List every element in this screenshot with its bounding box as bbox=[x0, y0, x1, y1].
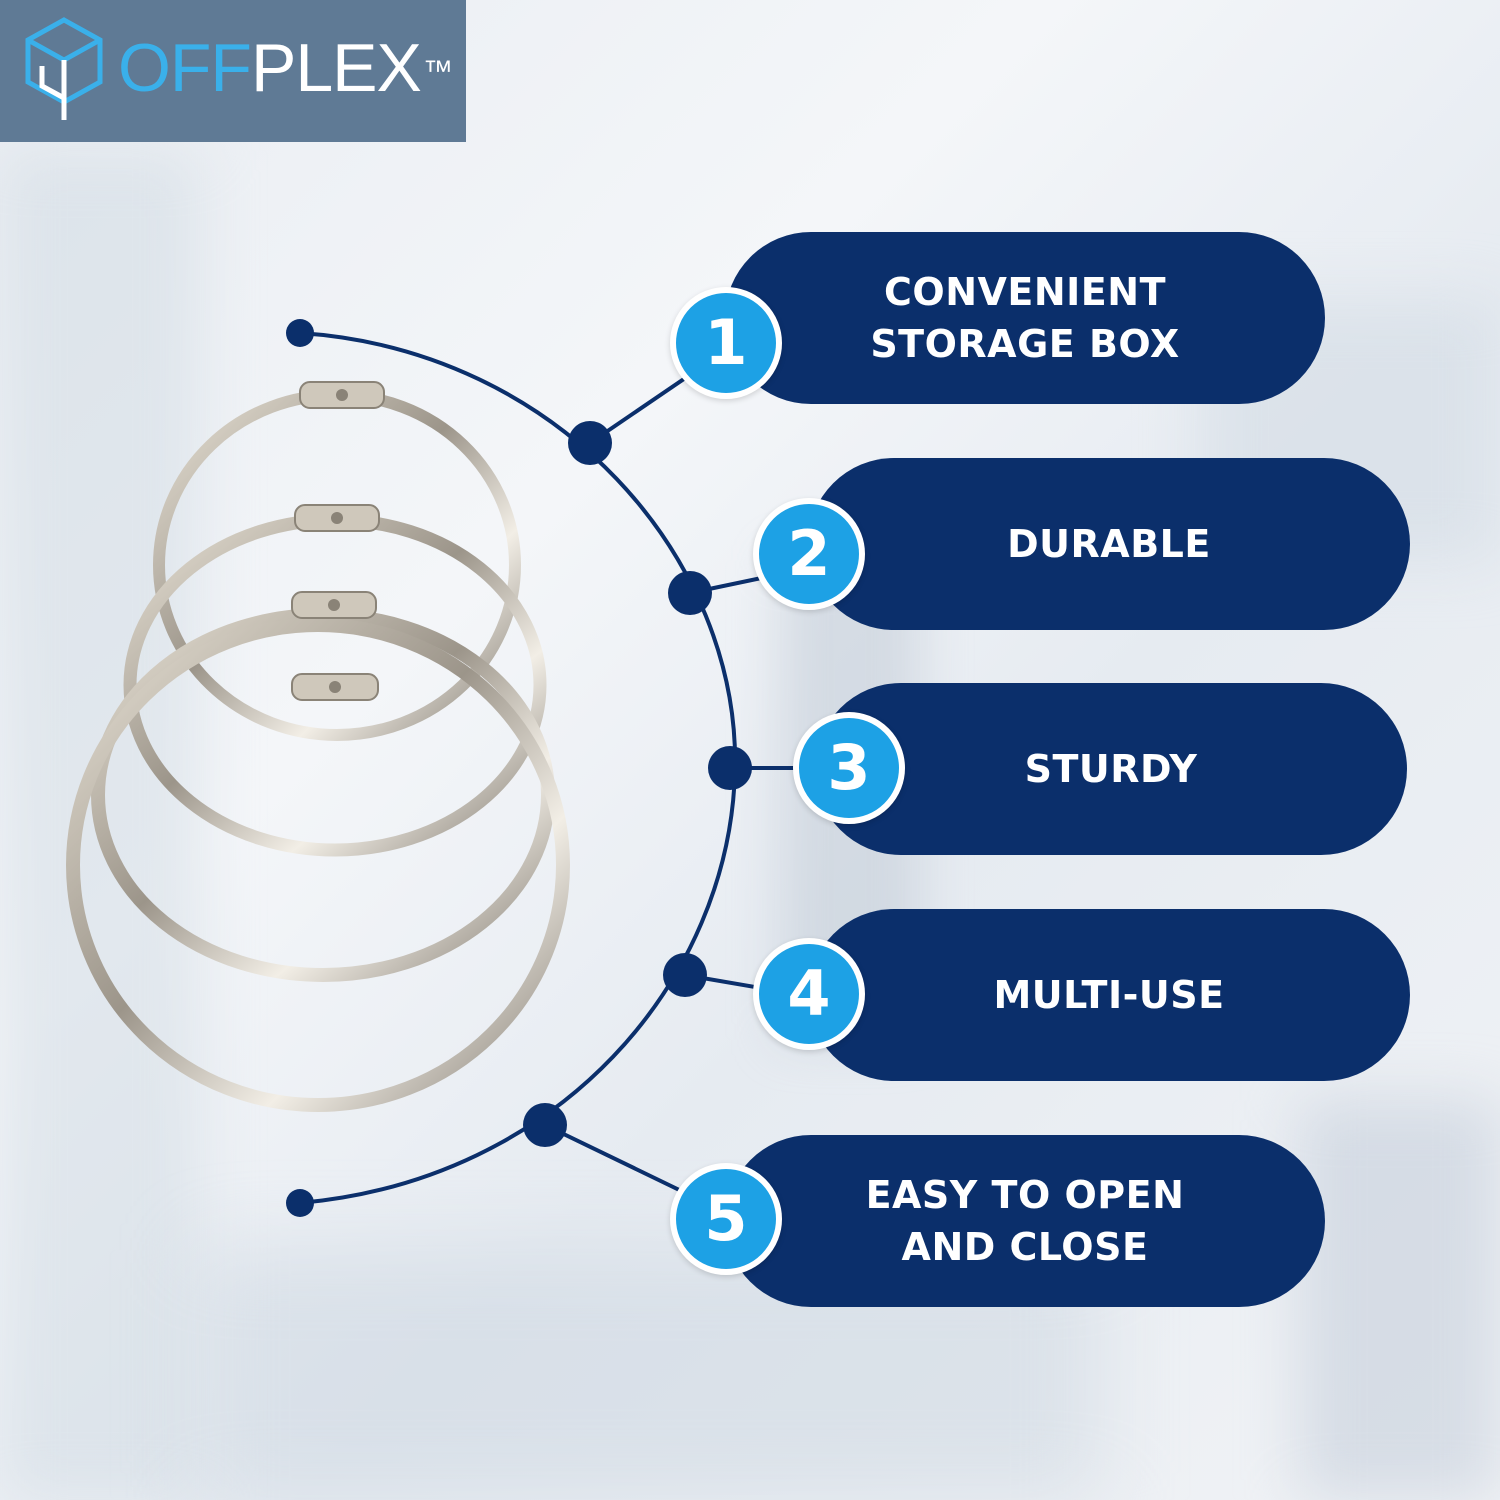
feature-pill-2: DURABLE bbox=[808, 458, 1410, 630]
feature-pill-5: EASY TO OPEN AND CLOSE bbox=[725, 1135, 1325, 1307]
feature-badge-3: 3 bbox=[793, 712, 905, 824]
brand-logo: OFFPLEX™ bbox=[0, 0, 466, 142]
feature-label-1: CONVENIENT STORAGE BOX bbox=[870, 270, 1180, 366]
brand-name: OFFPLEX™ bbox=[118, 28, 453, 108]
metal-binder-rings-image bbox=[66, 381, 570, 1112]
feature-number-3: 3 bbox=[827, 731, 871, 804]
feature-label-4: MULTI-USE bbox=[993, 973, 1225, 1017]
brand-name-part2: PLEX bbox=[250, 30, 422, 106]
feature-pill-4: MULTI-USE bbox=[808, 909, 1410, 1081]
feature-badge-4: 4 bbox=[753, 938, 865, 1050]
feature-label-5: EASY TO OPEN AND CLOSE bbox=[865, 1173, 1185, 1269]
feature-number-1: 1 bbox=[704, 306, 748, 379]
cube-logo-icon bbox=[25, 17, 103, 120]
feature-label-2: DURABLE bbox=[1007, 522, 1211, 566]
feature-badge-5: 5 bbox=[670, 1163, 782, 1275]
trademark-symbol: ™ bbox=[422, 55, 453, 88]
brand-name-part1: OFF bbox=[118, 30, 252, 106]
feature-pill-1: CONVENIENT STORAGE BOX bbox=[725, 232, 1325, 404]
feature-badge-1: 1 bbox=[670, 287, 782, 399]
feature-pill-3: STURDY bbox=[815, 683, 1407, 855]
feature-number-2: 2 bbox=[787, 517, 831, 590]
feature-number-4: 4 bbox=[787, 957, 831, 1030]
feature-number-5: 5 bbox=[704, 1182, 748, 1255]
feature-badge-2: 2 bbox=[753, 498, 865, 610]
feature-label-3: STURDY bbox=[1024, 747, 1198, 791]
